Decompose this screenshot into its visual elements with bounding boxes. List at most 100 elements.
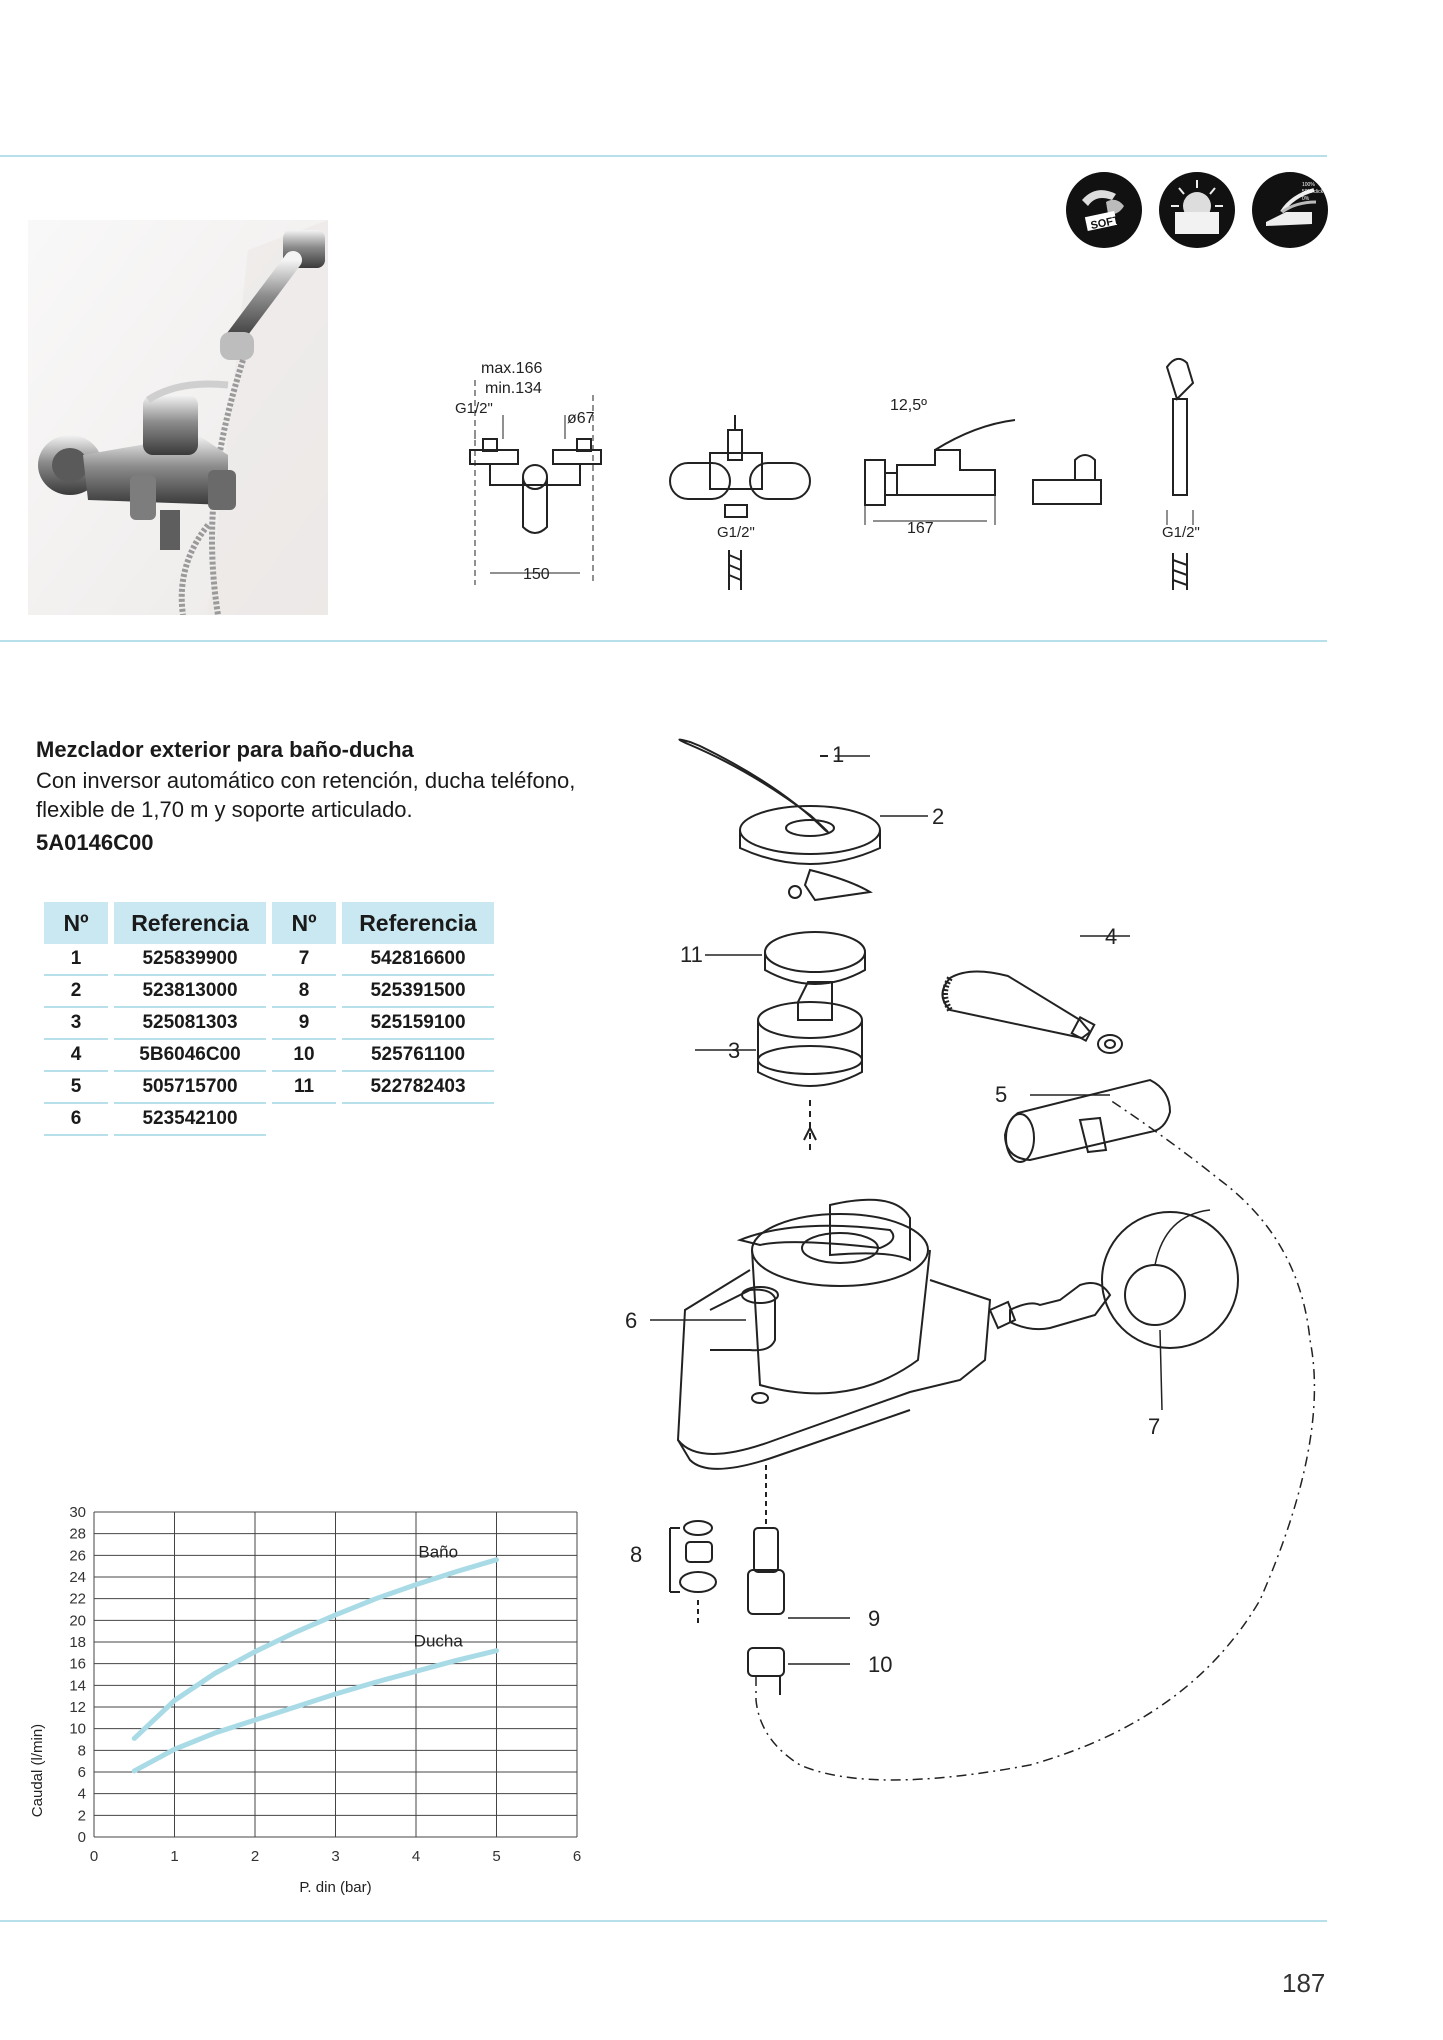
part-label-5: 5 <box>995 1082 1007 1107</box>
technical-drawings: max.166 min.134 G1/2" ø67 150 G1/2" 12,5… <box>455 357 1200 590</box>
chart-y-tick-label: 6 <box>78 1764 86 1781</box>
chart-y-tick-label: 2 <box>78 1807 86 1824</box>
part-num: 8 <box>272 976 336 1008</box>
chart-y-tick-label: 20 <box>69 1612 86 1629</box>
product-photo <box>28 220 328 615</box>
part-label-9: 9 <box>868 1606 880 1631</box>
top-rule <box>0 155 1327 157</box>
part-num: 11 <box>272 1072 336 1104</box>
header-num: Nº <box>44 902 108 944</box>
chart-x-tick-label: 1 <box>170 1848 178 1865</box>
product-reference: 5A0146C00 <box>36 830 154 855</box>
part-ref: 525081303 <box>114 1008 266 1040</box>
table-row: 1 525839900 7 542816600 <box>44 944 494 976</box>
chart-y-tick-label: 8 <box>78 1742 86 1759</box>
part-label-8: 8 <box>630 1542 642 1567</box>
table-row: 2 523813000 8 525391500 <box>44 976 494 1008</box>
header-num: Nº <box>272 902 336 944</box>
part-ref: 525761100 <box>342 1040 494 1072</box>
part-ref: 525159100 <box>342 1008 494 1040</box>
chart-x-tick-label: 3 <box>331 1848 339 1865</box>
bottom-rule <box>0 1920 1327 1922</box>
chart-y-tick-label: 12 <box>69 1699 86 1716</box>
part-ref: 542816600 <box>342 944 494 976</box>
chart-y-tick-label: 10 <box>69 1721 86 1738</box>
part-num: 1 <box>44 944 108 976</box>
chart-y-tick-label: 26 <box>69 1547 86 1564</box>
chart-x-tick-label: 5 <box>492 1848 500 1865</box>
part-num <box>272 1104 336 1136</box>
chart-y-tick-label: 4 <box>78 1786 86 1803</box>
eco-click-icon: 100% 50% click 0% <box>1252 172 1328 248</box>
part-ref <box>342 1104 494 1136</box>
table-row: 5 505715700 11 522782403 <box>44 1072 494 1104</box>
part-num: 5 <box>44 1072 108 1104</box>
chart-series-line <box>131 1557 499 1741</box>
part-num: 3 <box>44 1008 108 1040</box>
dim-min: min.134 <box>485 380 542 397</box>
part-num: 10 <box>272 1040 336 1072</box>
chart-series-label: Ducha <box>414 1631 464 1650</box>
part-num: 6 <box>44 1104 108 1136</box>
dim-angle: 12,5º <box>890 397 927 414</box>
chart-y-tick-label: 28 <box>69 1526 86 1543</box>
chart-y-tick-label: 22 <box>69 1591 86 1608</box>
page-number: 187 <box>1282 1968 1326 1998</box>
table-row: 3 525081303 9 525159100 <box>44 1008 494 1040</box>
chart-y-tick-label: 30 <box>69 1504 86 1521</box>
header-ref: Referencia <box>114 902 266 944</box>
dim-width: 150 <box>523 566 550 583</box>
part-num: 4 <box>44 1040 108 1072</box>
dim-thread-shower: G1/2" <box>1162 524 1200 541</box>
eco-label-0: 0% <box>1302 196 1310 202</box>
header-ref: Referencia <box>342 902 494 944</box>
chart-grid <box>93 1511 578 1838</box>
chart-series-label: Baño <box>418 1543 458 1562</box>
part-label-4: 4 <box>1105 924 1117 949</box>
part-ref: 505715700 <box>114 1072 266 1104</box>
chart-y-tick-label: 14 <box>69 1677 86 1694</box>
part-ref: 523542100 <box>114 1104 266 1136</box>
chart-x-tick-label: 6 <box>573 1848 581 1865</box>
part-label-6: 6 <box>625 1308 637 1333</box>
product-title: Mezclador exterior para baño-ducha <box>36 737 414 762</box>
part-ref: 522782403 <box>342 1072 494 1104</box>
part-ref: 525391500 <box>342 976 494 1008</box>
chart-x-tick-label: 0 <box>90 1848 98 1865</box>
description-line-2: flexible de 1,70 m y soporte articulado. <box>36 797 413 822</box>
part-label-7: 7 <box>1148 1414 1160 1439</box>
chart-x-tick-label: 2 <box>251 1848 259 1865</box>
chart-y-tick-label: 16 <box>69 1656 86 1673</box>
part-label-3: 3 <box>728 1038 740 1063</box>
dim-thread-top: G1/2" <box>717 524 755 541</box>
part-num: 9 <box>272 1008 336 1040</box>
exploded-view: 1 2 3 4 5 6 7 8 9 10 11 <box>625 738 1316 1781</box>
part-ref: 5B6046C00 <box>114 1040 266 1072</box>
soft-closing-icon: SOFT <box>1066 172 1142 248</box>
cold-start-icon <box>1159 172 1235 248</box>
part-ref: 525839900 <box>114 944 266 976</box>
chart-y-axis-label: Caudal (l/min) <box>29 1724 46 1817</box>
part-label-11: 11 <box>680 942 703 967</box>
dim-max: max.166 <box>481 360 542 377</box>
dim-depth: 167 <box>907 520 934 537</box>
chart-y-tick-label: 24 <box>69 1569 86 1586</box>
part-num: 2 <box>44 976 108 1008</box>
part-label-10: 10 <box>868 1652 892 1677</box>
chart-y-tick-label: 0 <box>78 1829 86 1846</box>
parts-table-header: Nº Referencia Nº Referencia <box>44 902 494 944</box>
chart-x-axis-label: P. din (bar) <box>299 1879 371 1896</box>
part-num: 7 <box>272 944 336 976</box>
chart-y-tick-label: 18 <box>69 1634 86 1651</box>
description-line-1: Con inversor automático con retención, d… <box>36 768 576 793</box>
dim-thread-front: G1/2" <box>455 400 493 417</box>
table-row: 6 523542100 <box>44 1104 494 1136</box>
chart-series-line <box>131 1648 499 1774</box>
eco-label-100: 100% <box>1302 182 1315 188</box>
mid-rule <box>0 640 1327 642</box>
part-label-1: 1 <box>832 742 844 767</box>
chart-x-tick-label: 4 <box>412 1848 420 1865</box>
